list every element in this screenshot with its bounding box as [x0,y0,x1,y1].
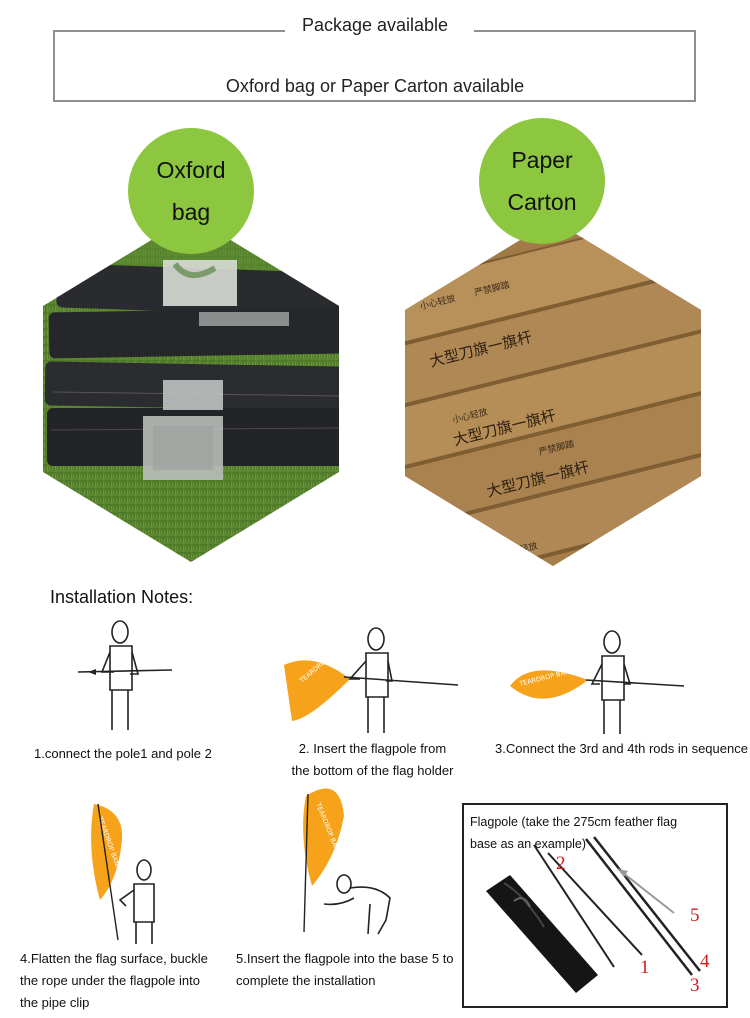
base-number-5: 5 [690,905,700,926]
step-2-caption: 2. Insert the flagpole from the bottom o… [285,738,460,782]
step-2-caption-line-1: 2. Insert the flagpole from [298,741,447,756]
step-4-caption: 4.Flatten the flag surface, buckle the r… [20,948,230,1014]
oxford-bag-badge-line2: bag [171,199,211,225]
flagpole-note: Flagpole (take the 275cm feather flag ba… [470,811,720,855]
step-1-caption: 1.connect the pole1 and pole 2 [34,743,212,765]
step-4-caption-line-1: 4.Flatten the flag surface, buckle [20,951,208,966]
carry-bag-illustration [486,875,598,993]
step-5-illustration: TEARDROP BANNER [286,780,416,940]
pole-number-3: 3 [690,975,700,996]
box-top-left-border [53,30,285,32]
step-3-caption-line: 3.Connect the 3rd and 4th rods in sequen… [495,741,748,756]
paper-carton-badge-line2: Carton [507,189,577,215]
paper-carton-photo: 小心轻放 严禁脚踏 大型刀旗一旗杆 小心轻放 大型刀旗一旗杆 严禁脚踏 大型刀旗… [405,220,701,566]
package-subtitle: Oxford bag or Paper Carton available [225,76,525,96]
flagpole-diagram: 2 5 1 4 3 Flagpole (take the 275cm feath… [462,803,728,1008]
oxford-bag-badge-line1: Oxford [156,157,226,183]
oxford-bag-photo [43,216,339,562]
carton-code-text: 00815 [429,542,456,557]
step-5-caption-line-1: 5.Insert the flagpole into the base 5 to [236,951,454,966]
step-5-caption-line-2: complete the installation [236,973,376,988]
step-5-caption: 5.Insert the flagpole into the base 5 to… [236,948,456,992]
pole-number-1: 1 [640,957,650,978]
oxford-bag-badge: Oxford bag [128,128,254,254]
package-title: Package available [301,15,449,35]
step-3-caption: 3.Connect the 3rd and 4th rods in sequen… [495,738,748,760]
installation-heading: Installation Notes: [50,587,194,607]
package-box [53,30,696,102]
step-2-caption-line-2: the bottom of the flag holder [291,763,454,778]
step-3-illustration: TEARDROP BANNER [496,628,686,738]
step-4-illustration: TEARDROP BANNER [72,798,172,948]
box-top-right-border [474,30,696,32]
step-1-illustration [72,618,182,738]
pole-number-2: 2 [556,853,566,874]
flagpole-note-line-2: base as an example) [470,837,587,851]
step-1-caption-line: 1.connect the pole1 and pole 2 [34,746,212,761]
paper-carton-badge-line1: Paper [511,147,573,173]
pole-number-4: 4 [700,951,710,972]
step-2-illustration: TEARDROP BANNER [272,625,462,737]
flagpole-note-line-1: Flagpole (take the 275cm feather flag [470,815,678,829]
paper-carton-badge: Paper Carton [479,118,605,244]
step-4-caption-line-3: the pipe clip [20,995,90,1010]
step-4-caption-line-2: the rope under the flagpole into [20,973,200,988]
